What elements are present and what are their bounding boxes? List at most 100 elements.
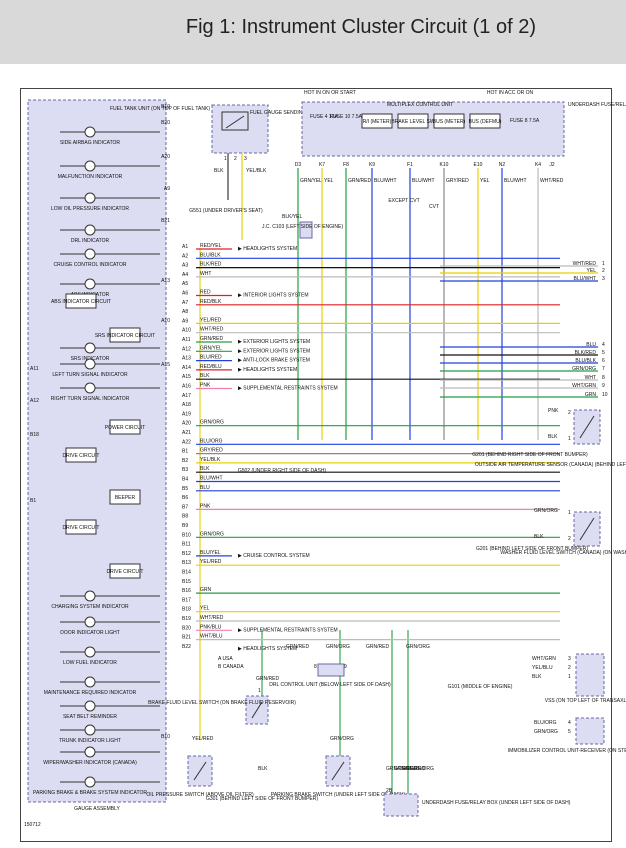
multiplex-block bbox=[397, 113, 429, 129]
right-bus-label: WHT bbox=[585, 375, 596, 381]
connector-wire-color: BLU/RED bbox=[200, 355, 222, 361]
brake-fluid-wire-label: GRN/RED bbox=[256, 676, 279, 682]
connector-pin: B11 bbox=[182, 542, 191, 548]
connector-pin: A5 bbox=[182, 281, 188, 287]
ambient-pin: 2 bbox=[568, 410, 571, 416]
connector-pin: B16 bbox=[182, 588, 191, 594]
connector-pin: A15 bbox=[182, 374, 191, 380]
ambient-wire-label: PNK bbox=[548, 408, 559, 414]
parking-brake-wire-label: GRN/ORG bbox=[330, 736, 354, 742]
connector-row: A5 bbox=[182, 281, 188, 287]
connector-wire-color: BLU/BLK bbox=[200, 252, 221, 258]
underdash-box-bottom bbox=[383, 793, 419, 817]
connector-pin: B4 bbox=[182, 477, 188, 483]
indicator-label: LOW OIL PRESSURE INDICATOR bbox=[51, 206, 129, 212]
right-bus-pin: 3 bbox=[602, 276, 605, 282]
connector-pin: A7 bbox=[182, 300, 188, 306]
connector-wire-color: GRN bbox=[200, 587, 212, 593]
gauge-assembly-label: GAUGE ASSEMBLY bbox=[74, 806, 120, 812]
indicator-label: LOW FUEL INDICATOR bbox=[63, 660, 117, 666]
connector-pin: B6 bbox=[182, 495, 188, 501]
connector-destination: ▶ SUPPLEMENTAL RESTRAINTS SYSTEM bbox=[238, 627, 338, 633]
connector-wire-color: GRN/ORG bbox=[200, 531, 224, 537]
connector-destination: ▶ EXTERIOR LIGHTS SYSTEM bbox=[238, 339, 310, 345]
connector-pin: A6 bbox=[182, 291, 188, 297]
connector-pin: B12 bbox=[182, 551, 191, 557]
connector-wire-color: PNK bbox=[200, 503, 211, 509]
vss-pin: 2 bbox=[568, 665, 571, 671]
gauge-pin-label: B10 bbox=[161, 734, 170, 740]
connector-pin: A16 bbox=[182, 384, 191, 390]
right-bus-label: GRN/ORG bbox=[572, 366, 596, 372]
connector-destination: ▶ HEADLIGHTS SYSTEM bbox=[238, 246, 297, 252]
connector-pin: A2 bbox=[182, 253, 188, 259]
connector-wire-color: BLK bbox=[200, 466, 210, 472]
right-bus-pin: 2 bbox=[602, 268, 605, 274]
legend-canada: B CANADA bbox=[218, 664, 244, 670]
multiplex-pin-label: F8 bbox=[343, 162, 349, 168]
gauge-pin-label: B19 bbox=[161, 104, 170, 110]
gauge-pin-label: A10 bbox=[161, 318, 170, 324]
vss bbox=[575, 653, 605, 697]
connector-pin: B1 bbox=[182, 449, 188, 455]
connector-row: A7 RED/BLK bbox=[182, 299, 560, 306]
connector-wire-color: WHT/RED bbox=[200, 327, 224, 333]
switch-icon bbox=[331, 761, 345, 781]
fuel-tank-unit bbox=[211, 104, 269, 154]
indicator-bulb-icon bbox=[84, 616, 96, 628]
connector-row: A21 bbox=[182, 430, 191, 436]
fuse-label: FUSE 4 10A bbox=[310, 114, 338, 120]
oil-pressure-switch bbox=[187, 755, 213, 787]
indicator-bulb-icon bbox=[84, 724, 96, 736]
multiplex-wire-label: BLU/WHT bbox=[412, 178, 435, 184]
fuel-sender-arrow-icon bbox=[225, 115, 245, 129]
connector-pin: B18 bbox=[182, 607, 191, 613]
multiplex-wire-label: YEL bbox=[324, 178, 334, 184]
right-bus: WHT/REDYELBLU/WHTBLUBLK/REDBLU/BLKGRN/OR… bbox=[440, 261, 608, 398]
indicator-bulb-icon bbox=[84, 358, 96, 370]
right-bus-pin: 4 bbox=[602, 342, 605, 348]
immobilizer-wire-label: BLU/ORG bbox=[534, 720, 557, 726]
connector-pin: B8 bbox=[182, 514, 188, 520]
connector-row: B11 bbox=[182, 542, 191, 548]
g101-label: G101 (MIDDLE OF ENGINE) bbox=[448, 684, 513, 690]
multiplex-pin-label: F1 bbox=[407, 162, 413, 168]
circuit-block bbox=[65, 293, 97, 309]
multiplex-wire-label: YEL bbox=[480, 178, 490, 184]
right-bus-label: GRN bbox=[585, 392, 597, 398]
connector-wire-color: WHT/RED bbox=[200, 615, 224, 621]
multiplex-pin-label: K4 bbox=[535, 162, 541, 168]
vss-pin: 1 bbox=[568, 674, 571, 680]
connector-pin: A19 bbox=[182, 411, 191, 417]
vss-wire-label: YEL/BLU bbox=[532, 665, 553, 671]
connector-destination: ▶ HEADLIGHTS SYSTEM bbox=[238, 646, 297, 652]
connector-wire-color: BLU bbox=[200, 485, 210, 491]
connector-wire-color: BLK bbox=[200, 373, 210, 379]
indicator-label: SIDE AIRBAG INDICATOR bbox=[60, 140, 120, 146]
connector-wire-color: RED/BLK bbox=[200, 299, 222, 305]
fuel-sender-icon bbox=[221, 111, 249, 131]
connector-pin: B3 bbox=[182, 467, 188, 473]
multiplex-block-label: BUS (METER) bbox=[433, 119, 466, 125]
connector-wire-color: YEL/RED bbox=[200, 317, 222, 323]
multiplex-pin-label: K10 bbox=[440, 162, 449, 168]
connector-wire-color: RED/YEL bbox=[200, 243, 222, 249]
connector-row: B3 BLK bbox=[182, 466, 560, 473]
indicator-label: LEFT TURN SIGNAL INDICATOR bbox=[52, 372, 128, 378]
connector-row: B8 bbox=[182, 514, 188, 520]
vss-wire-label: BLK bbox=[532, 674, 542, 680]
indicator-bulb-icon bbox=[84, 248, 96, 260]
connector-row: B22▶ HEADLIGHTS SYSTEM bbox=[182, 644, 297, 652]
g301-label: G301 (BEHIND LEFT SIDE OF FRONT BUMPER) bbox=[206, 796, 318, 802]
